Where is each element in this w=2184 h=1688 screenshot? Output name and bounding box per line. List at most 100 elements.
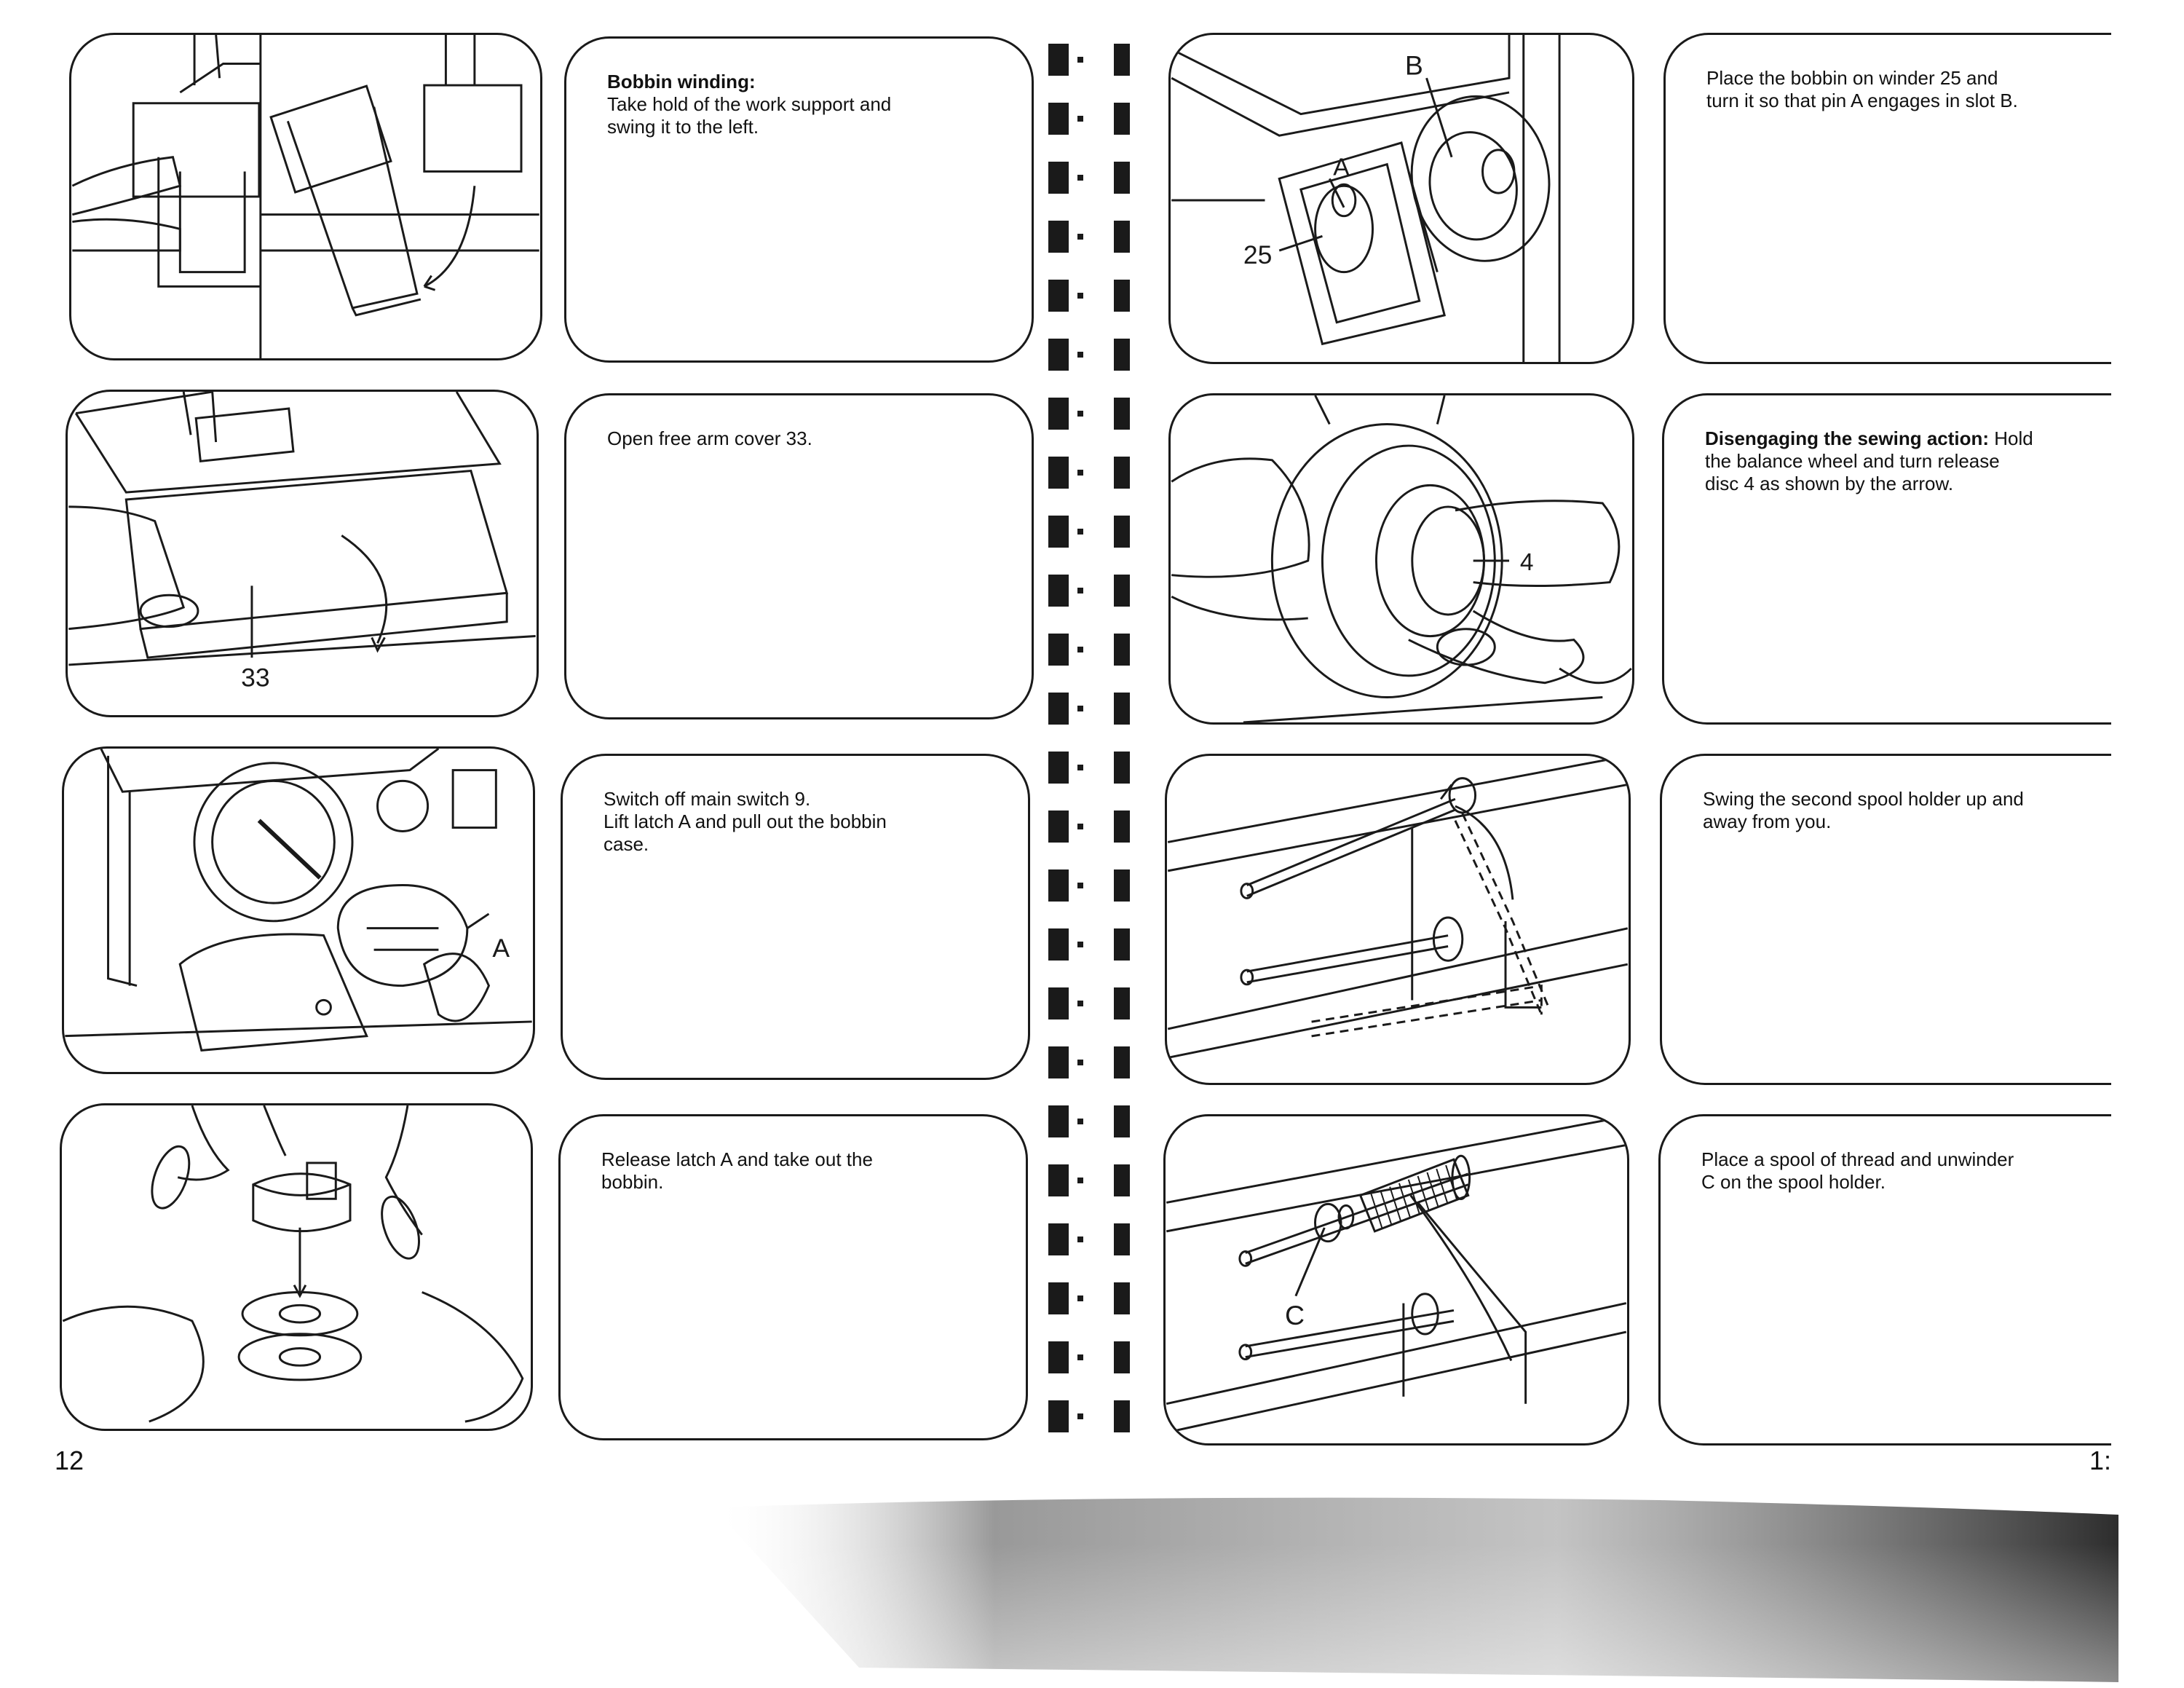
spiral-coil-left [1048,1046,1069,1078]
spiral-coil-right [1114,693,1130,725]
illustration-bobbin-winder: B A 25 [1168,33,1634,364]
spiral-coil-right [1114,280,1130,312]
spiral-coil-dot [1077,1178,1083,1183]
step-5-line-2: turn it so that pin A engages in slot B. [1706,90,2018,111]
step-6-line-2: the balance wheel and turn release [1705,450,2000,472]
label-4: 4 [1520,549,1534,576]
step-7-text: Swing the second spool holder up and awa… [1660,754,2111,1085]
spiral-coil-dot [1077,234,1083,240]
spiral-coil-right [1114,752,1130,784]
bobbin-winder-drawing: B A 25 [1171,35,1561,362]
spiral-coil-left [1048,398,1069,430]
spiral-coil-right [1114,1223,1130,1255]
step-6-text: Disengaging the sewing action: Hold the … [1662,393,2111,725]
spiral-coil-dot [1077,470,1083,476]
spiral-coil-left [1048,339,1069,371]
page-number-left: 12 [55,1446,84,1475]
spiral-coil-left [1048,1400,1069,1432]
label-33: 33 [241,663,270,693]
label-A-step3: A [492,934,510,963]
spiral-coil-dot [1077,1295,1083,1301]
spiral-coil-dot [1077,116,1083,122]
spiral-coil-left [1048,752,1069,784]
step-5-text: Place the bobbin on winder 25 and turn i… [1663,33,2111,364]
step-5-line-1: Place the bobbin on winder 25 and [1706,67,1998,89]
spiral-coil-right [1114,1164,1130,1196]
spiral-coil-left [1048,221,1069,253]
spiral-coil-dot [1077,1237,1083,1242]
spiral-coil-right [1114,516,1130,548]
spiral-coil-dot [1077,175,1083,181]
step-1-heading: Bobbin winding: [607,71,756,92]
spiral-coil-dot [1077,942,1083,947]
spiral-coil-dot [1077,1060,1083,1065]
spiral-coil-left [1048,162,1069,194]
illustration-spool-unwinder: C [1163,1114,1629,1446]
spiral-binding [1048,44,1130,1432]
illustration-remove-bobbin [60,1103,533,1431]
spiral-coil-left [1048,634,1069,666]
spiral-coil-dot [1077,1354,1083,1360]
spiral-coil-right [1114,339,1130,371]
label-B: B [1405,50,1423,80]
spiral-coil-dot [1077,824,1083,829]
step-2-line-1: Open free arm cover 33. [607,427,812,449]
spiral-coil-dot [1077,1413,1083,1419]
bobbin-case-drawing: A [65,749,532,1052]
step-3-text: Switch off main switch 9. Lift latch A a… [561,754,1030,1080]
illustration-release-disc: 4 [1168,393,1634,725]
step-6-line-1: Disengaging the sewing action: Hold [1705,427,2070,450]
spiral-coil-left [1048,280,1069,312]
step-8-text: Place a spool of thread and unwinder C o… [1658,1114,2111,1446]
spiral-coil-dot [1077,588,1083,593]
step-1-text: Bobbin winding: Take hold of the work su… [564,36,1034,363]
spiral-coil-left [1048,869,1069,902]
spiral-coil-right [1114,811,1130,843]
work-support-drawing [71,35,539,358]
spiral-coil-right [1114,1400,1130,1432]
step-3-line-1: Switch off main switch 9. [604,788,811,810]
spiral-coil-left [1048,1282,1069,1314]
spiral-coil-left [1048,1164,1069,1196]
spiral-coil-left [1048,575,1069,607]
spiral-coil-left [1048,811,1069,843]
spiral-coil-right [1114,162,1130,194]
spiral-coil-dot [1077,883,1083,888]
spiral-coil-dot [1077,293,1083,299]
spiral-coil-right [1114,1046,1130,1078]
step-1-line-2: swing it to the left. [607,116,759,138]
spool-holder-up-drawing [1167,756,1629,1059]
spiral-coil-left [1048,44,1069,76]
illustration-bobbin-case: A [62,746,535,1074]
spiral-coil-left [1048,928,1069,961]
spiral-coil-right [1114,457,1130,489]
spiral-coil-right [1114,575,1130,607]
spiral-coil-right [1114,987,1130,1019]
remove-bobbin-drawing [62,1105,524,1423]
release-disc-drawing: 4 [1171,395,1632,722]
illustration-work-support [69,33,542,360]
spiral-coil-left [1048,987,1069,1019]
spiral-coil-left [1048,1341,1069,1373]
spiral-coil-left [1048,1105,1069,1137]
step-3-line-2: Lift latch A and pull out the bobbin [604,811,887,832]
spiral-coil-right [1114,1282,1130,1314]
spiral-coil-right [1114,869,1130,902]
spiral-coil-left [1048,103,1069,135]
spiral-coil-dot [1077,706,1083,711]
spiral-coil-dot [1077,57,1083,63]
spiral-coil-right [1114,103,1130,135]
spiral-coil-dot [1077,765,1083,770]
step-7-line-2: away from you. [1703,811,1832,832]
step-1-line-1: Take hold of the work support and [607,93,892,115]
step-4-line-2: bobbin. [601,1171,664,1193]
spiral-coil-right [1114,634,1130,666]
spiral-coil-dot [1077,1001,1083,1006]
step-4-text: Release latch A and take out the bobbin. [558,1114,1028,1440]
step-6-heading: Disengaging the sewing action: [1705,427,1990,449]
label-25: 25 [1243,240,1273,269]
spiral-coil-dot [1077,411,1083,417]
label-A-step5: A [1333,154,1350,181]
step-6-heading-tail: Hold [1989,427,2033,449]
spiral-coil-left [1048,693,1069,725]
